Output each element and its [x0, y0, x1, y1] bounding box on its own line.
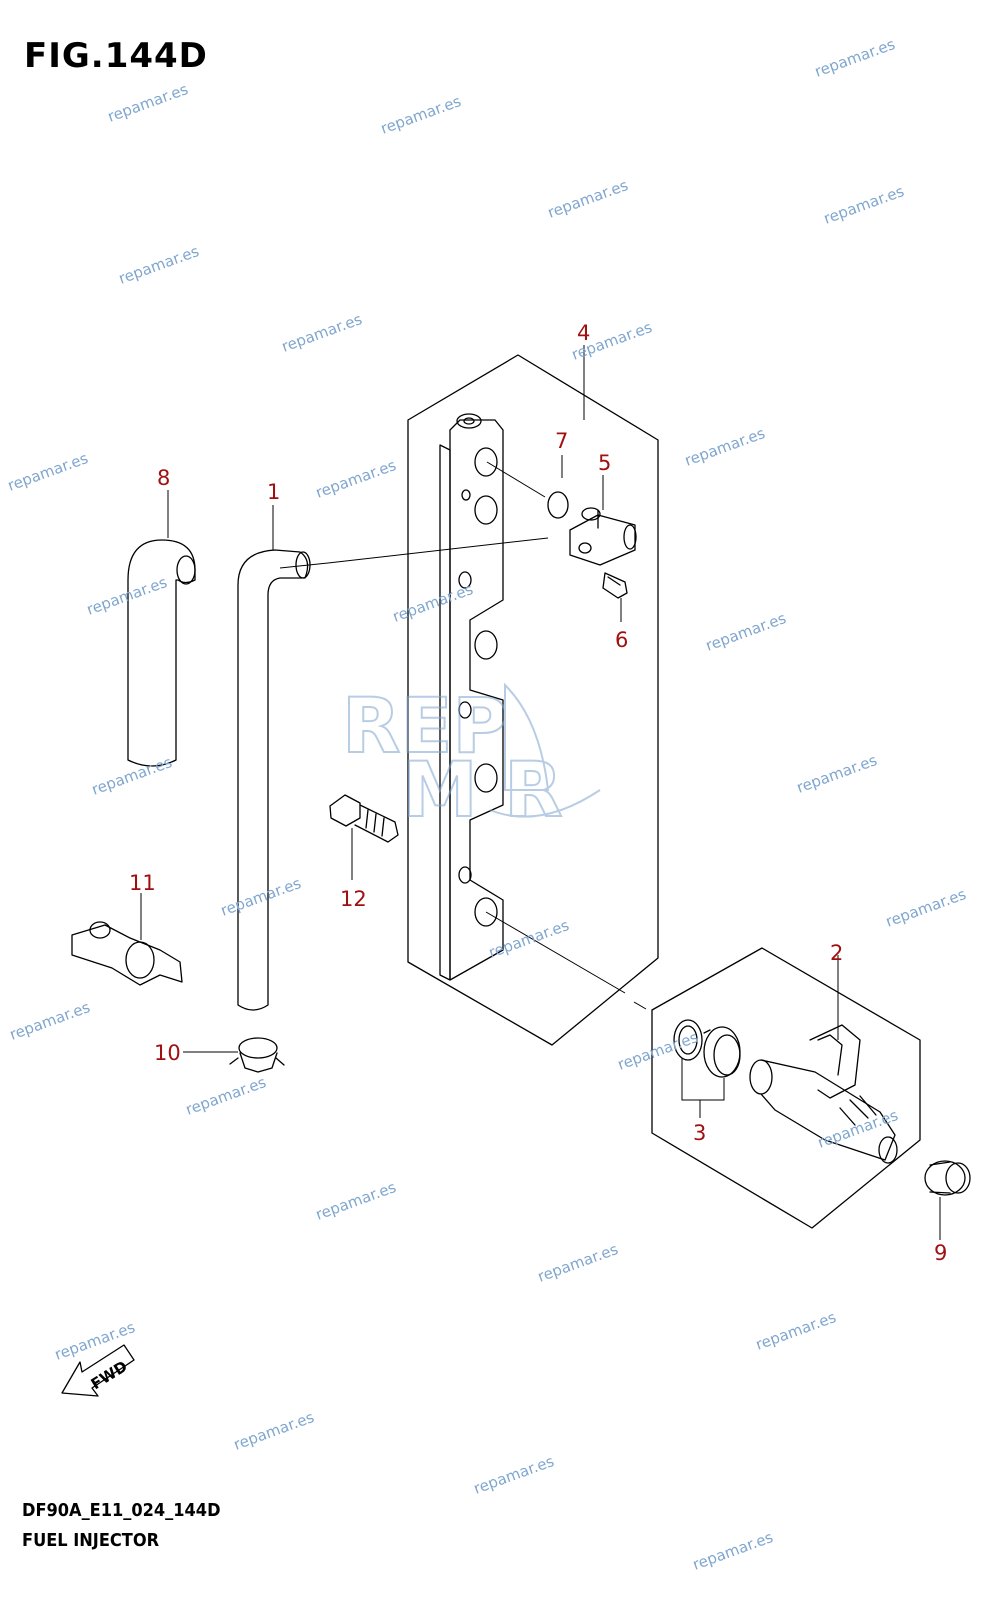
fuel-rail — [439, 413, 504, 981]
callout-2: 2 — [830, 941, 843, 965]
fwd-arrow — [61, 1344, 135, 1397]
figure-code: DF90A_E11_024_144D — [22, 1500, 221, 1521]
callout-7: 7 — [555, 429, 568, 453]
leader-lines — [140, 345, 941, 1240]
watermark-text: repamar.es — [390, 580, 475, 626]
watermark-text: repamar.es — [231, 1408, 316, 1454]
watermark-text: repamar.es — [89, 753, 174, 799]
o-ring-7 — [547, 491, 569, 519]
watermark-text: repamar.es — [313, 456, 398, 502]
watermark-text: repamar.es — [218, 874, 303, 920]
watermark-logo: REP M R — [341, 680, 601, 835]
watermark-text: repamar.es — [703, 609, 788, 655]
clip-11 — [71, 921, 183, 986]
bolt-6 — [602, 572, 628, 599]
callout-9: 9 — [934, 1241, 947, 1265]
callout-11: 11 — [129, 871, 156, 895]
figure-title: FIG.144D — [24, 36, 208, 76]
fuel-injector — [749, 1024, 898, 1164]
seals-3 — [673, 1019, 741, 1078]
watermark-text: repamar.es — [183, 1073, 268, 1119]
callout-5: 5 — [598, 451, 611, 475]
watermark-text: repamar.es — [5, 449, 90, 495]
watermark-text: repamar.es — [815, 1106, 900, 1152]
watermark-text: repamar.es — [279, 310, 364, 356]
watermark-text: repamar.es — [883, 885, 968, 931]
watermark-text: repamar.es — [116, 242, 201, 288]
watermark-text: repamar.es — [794, 751, 879, 797]
watermark-text: repamar.es — [313, 1178, 398, 1224]
watermark-text: repamar.es — [821, 182, 906, 228]
watermark-text: repamar.es — [7, 998, 92, 1044]
svg-text:REP: REP — [342, 681, 508, 770]
watermark-text: repamar.es — [753, 1308, 838, 1354]
watermark-text: repamar.es — [105, 80, 190, 126]
callout-10: 10 — [154, 1041, 181, 1065]
watermark-text: repamar.es — [378, 92, 463, 138]
watermark-text: repamar.es — [471, 1452, 556, 1498]
callout-labels: 1 2 3 4 5 6 7 8 9 10 11 12 — [129, 321, 947, 1265]
assembly-box-2 — [651, 947, 921, 1229]
callout-1: 1 — [267, 480, 280, 504]
callout-3: 3 — [693, 1121, 706, 1145]
watermark-text: repamar.es — [690, 1528, 775, 1574]
callout-8: 8 — [157, 466, 170, 490]
cap-9 — [924, 1160, 971, 1196]
watermark-text: repamar.es — [84, 573, 169, 619]
watermark-text: repamar.es — [615, 1028, 700, 1074]
sensor-fitting-5 — [569, 507, 637, 566]
callout-4: 4 — [577, 321, 590, 345]
callout-12: 12 — [340, 887, 367, 911]
bolt-12 — [329, 794, 399, 843]
watermark-text: repamar.es — [535, 1240, 620, 1286]
assembly-box-4 — [407, 354, 659, 1046]
figure-name: FUEL INJECTOR — [22, 1530, 160, 1551]
watermark-text: repamar.es — [545, 176, 630, 222]
hose-1 — [237, 549, 309, 1011]
watermark-text: repamar.es — [812, 35, 897, 81]
watermark-text: repamar.es — [682, 424, 767, 470]
clamp-10 — [229, 1037, 285, 1073]
callout-6: 6 — [615, 628, 628, 652]
